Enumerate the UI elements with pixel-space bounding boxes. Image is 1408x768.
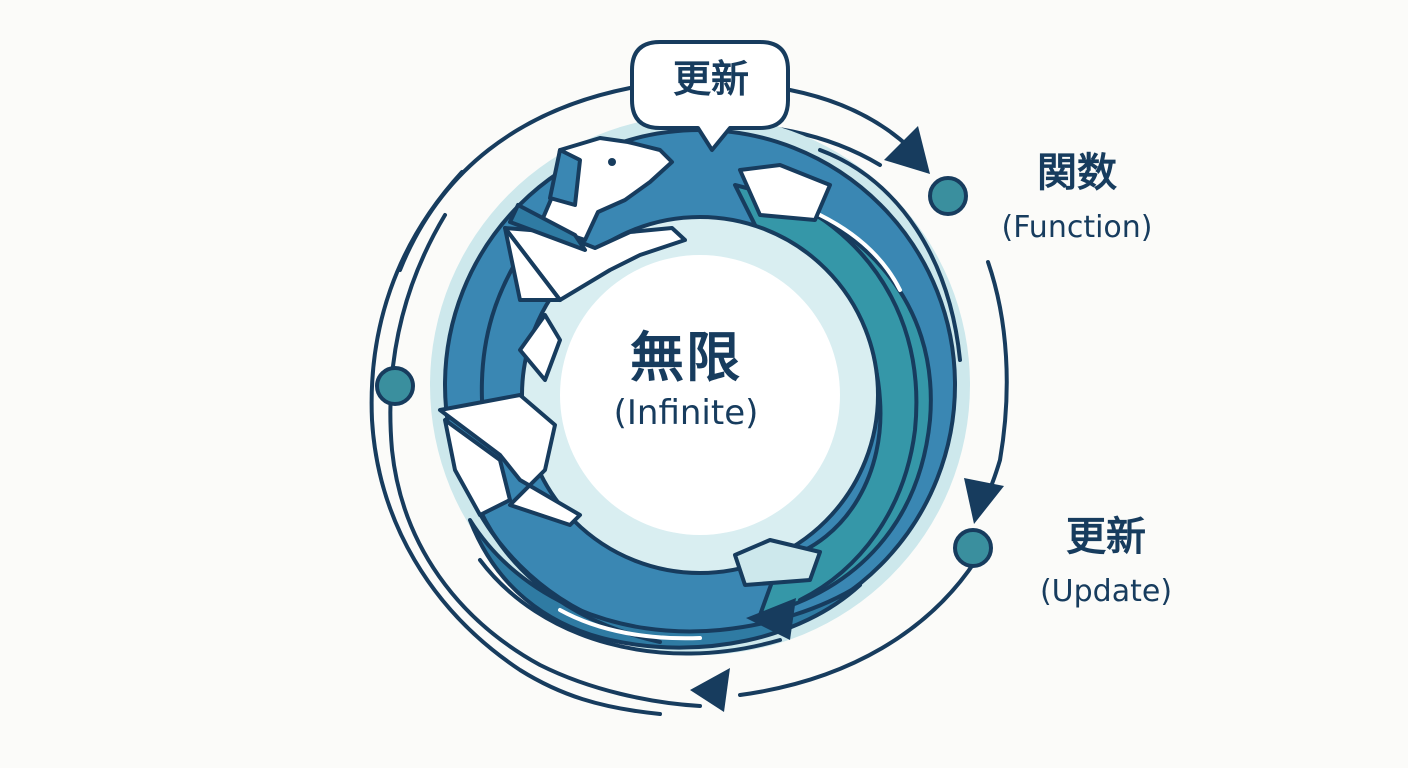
swoosh-right-1 — [798, 203, 919, 602]
speech-bubble-shape — [630, 40, 790, 152]
edge-piece-bottom — [733, 538, 822, 587]
function-en: (Function) — [1001, 210, 1153, 245]
node-dot-icon — [953, 528, 993, 568]
outer-arc-top-right — [788, 88, 912, 150]
center-jp: 無限 — [630, 326, 742, 389]
top-bubble-label: 更新 — [636, 52, 786, 106]
swoosh-bottom-1 — [478, 558, 782, 656]
accent-right — [818, 213, 902, 292]
dog-eye — [608, 158, 616, 166]
function-jp: 関数 — [1037, 150, 1117, 196]
update-en: (Update) — [1039, 574, 1173, 609]
accent-bottom — [558, 608, 702, 641]
node-dot-icon — [928, 176, 968, 216]
center-disc — [560, 255, 840, 535]
center-en: (Infinite) — [613, 393, 759, 433]
outer-arc-right — [983, 260, 1009, 502]
outer-arc-bottom-right — [738, 558, 978, 697]
top-bubble-jp: 更新 — [672, 57, 749, 101]
function-node-label: 関数 (Function) — [962, 146, 1192, 248]
center-label: 無限 (Infinite) — [554, 326, 818, 434]
edge-piece-left — [518, 313, 562, 382]
arrow-heads — [690, 126, 1004, 712]
inner-edge-pieces — [518, 163, 832, 587]
dog-ear — [548, 148, 582, 207]
dog-hind-leg — [438, 393, 582, 527]
node-dots — [375, 176, 993, 568]
outer-arc-left — [369, 170, 662, 716]
dog-lower-body — [443, 418, 512, 517]
light-swoosh-accents — [558, 213, 902, 641]
arrow-head-icon — [746, 598, 796, 640]
dog-icon — [438, 136, 687, 527]
swoosh-right-2 — [818, 148, 962, 362]
update-jp: 更新 — [1066, 514, 1146, 560]
dog-collar — [508, 203, 587, 252]
arrow-head-icon — [690, 668, 730, 712]
node-dot-icon — [375, 366, 415, 406]
update-node-label: 更新 (Update) — [1006, 510, 1206, 612]
speech-bubble-icon — [630, 40, 790, 152]
arrow-head-icon — [884, 126, 930, 174]
outer-arc-left-inner — [388, 213, 702, 708]
arrow-head-icon — [964, 478, 1004, 524]
edge-piece-right — [738, 163, 832, 222]
dog-neck-patch — [503, 226, 562, 302]
